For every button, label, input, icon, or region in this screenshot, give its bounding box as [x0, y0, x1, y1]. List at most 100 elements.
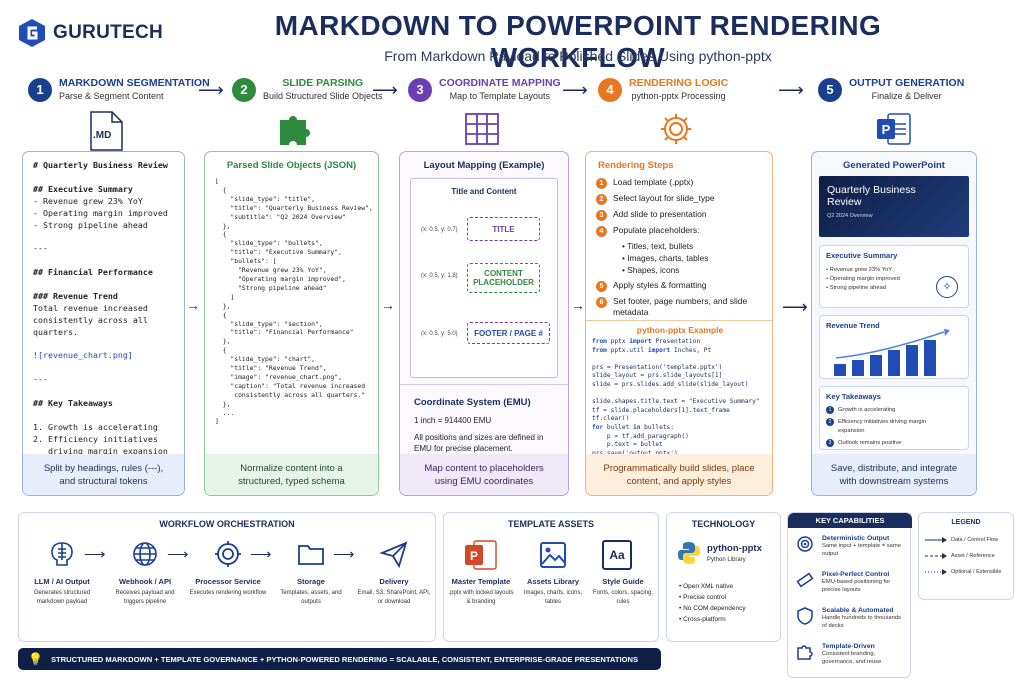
rendering-sub-bullet: • Titles, text, bullets: [622, 241, 694, 251]
output-panel-title: Generated PowerPoint: [843, 160, 945, 171]
dashed-arrow-icon: [925, 553, 947, 559]
rendering-steps-title: Rendering Steps: [598, 160, 674, 171]
takeaway-text: Growth is accelerating: [838, 407, 896, 413]
output-panel-caption: Save, distribute, and integrate with dow…: [812, 454, 976, 495]
flow-arrow-icon: ⟶: [167, 546, 189, 563]
code-line: slide_layout = prs.slide_layouts[1]: [592, 372, 723, 380]
capability-desc: Handle hundreds to thousands of decks: [822, 615, 901, 629]
step-subtitle: Map to Template Layouts: [449, 91, 551, 101]
capability-title: Template-Driven: [822, 643, 875, 650]
flow-arrow-icon: ⟶: [84, 546, 106, 563]
code-line: slide = prs.slides.add_slide(slide_layou…: [592, 380, 749, 388]
revenue-trend-slide: Revenue Trend: [819, 315, 969, 379]
code-line: for bullet in bullets:: [592, 423, 674, 431]
powerpoint-icon: P: [876, 112, 912, 151]
template-assets-box: TEMPLATE ASSETS P Aa Master Template .pp…: [443, 512, 659, 642]
json-panel-caption: Normalize content into a structured, typ…: [205, 454, 378, 495]
json-code: [ { "slide_type": "title", "title": "Qua…: [215, 177, 373, 426]
dotted-arrow-icon: [925, 569, 947, 575]
markdown-line: # Quarterly Business Review: [33, 160, 168, 170]
step-dot: 2: [596, 194, 607, 205]
orchestration-item-title: Delivery: [379, 577, 409, 586]
technology-feature: • Cross-platform: [679, 616, 726, 623]
step-subtitle: Parse & Segment Content: [59, 91, 164, 101]
mapping-panel-title: Layout Mapping (Example): [423, 160, 545, 171]
step-dot: 5: [596, 281, 607, 292]
rendering-sub-bullet: • Images, charts, tables: [622, 253, 709, 263]
step-dot: 3: [596, 210, 607, 221]
code-line: tf.clear(): [592, 415, 630, 423]
json-panel-title: Parsed Slide Objects (JSON): [226, 160, 357, 171]
markdown-line: ## Executive Summary: [33, 183, 133, 194]
step-title: SLIDE PARSING: [282, 77, 364, 89]
markdown-line: ---: [33, 243, 48, 254]
style-guide-icon: Aa: [602, 540, 632, 570]
sparkle-icon: ✧: [936, 276, 958, 298]
rendering-sub-bullet: • Shapes, icons: [622, 265, 680, 275]
asset-desc: .pptx with locked layouts & branding: [448, 590, 514, 605]
rendering-step-text: Load template (.pptx): [613, 177, 694, 187]
markdown-line: [33, 386, 174, 398]
code-line: p.text = bullet: [592, 441, 663, 449]
flow-arrow-icon: ⟶: [372, 80, 398, 100]
markdown-line: [33, 231, 174, 243]
markdown-line: ## Financial Performance: [33, 267, 153, 278]
slide-layout-title: Title and Content: [451, 187, 517, 196]
technology-title: TECHNOLOGY: [691, 519, 756, 529]
rendering-step-text: Select layout for slide_type: [613, 193, 715, 203]
folder-icon: [271, 539, 351, 571]
orchestration-item-desc: Generates structured markdown payload: [33, 590, 91, 605]
step-3-header: 3 COORDINATE MAPPING Map to Template Lay…: [408, 77, 561, 102]
legend-label: Data / Control Flow: [951, 537, 999, 543]
step-2-header: 2 SLIDE PARSING Build Structured Slide O…: [232, 77, 383, 102]
rendering-steps-list: 1 Load template (.pptx) 2 Select layout for…: [586, 171, 772, 318]
orchestration-item-desc: Templates, assets, and outputs: [280, 590, 342, 605]
legend-item: Asset / Reference: [925, 553, 995, 559]
output-panel: Generated PowerPoint Quarterly Business …: [811, 151, 977, 496]
flow-arrow-icon: ⟶: [782, 297, 808, 317]
md-label: .MD: [93, 130, 112, 141]
markdown-line: ---: [33, 374, 48, 385]
code-line: p = tf.add_paragraph(): [592, 432, 689, 440]
flow-arrow-icon: ⟶: [778, 80, 804, 100]
markdown-panel: # Quarterly Business Review ## Executive …: [22, 151, 185, 496]
capability-title: Pixel-Perfect Control: [822, 571, 890, 578]
takeaway-number: 2: [826, 418, 834, 426]
technology-feature: • Precise control: [679, 594, 727, 601]
orchestration-item-title: Processor Service: [195, 577, 261, 586]
technology-feature: • No COM dependency: [679, 605, 746, 612]
step-dot: 1: [596, 178, 607, 189]
send-icon: [354, 539, 434, 571]
template-assets-title: TEMPLATE ASSETS: [507, 519, 594, 529]
asset-item: Master Template .pptx with locked layout…: [446, 577, 516, 606]
page-title: MARKDOWN TO POWERPOINT RENDERING WORKFLO…: [274, 10, 882, 73]
emu-description: All positions and sizes are defined in E…: [414, 433, 544, 453]
step-dot: 6: [596, 297, 607, 308]
footer-placeholder: FOOTER / PAGE #: [467, 322, 550, 344]
legend-item: Optional / Extensible: [925, 569, 1001, 575]
target-icon: [796, 535, 814, 558]
asset-desc: Images, charts, icons, tables: [523, 590, 583, 605]
code-example-title: python-pptx Example: [636, 325, 724, 335]
code-line: tf = slide.placeholders[1].text_frame: [592, 406, 730, 414]
placeholder-coord: (x: 0.5, y: 0.7): [421, 227, 458, 233]
exec-bullet: • Operating margin improved: [826, 276, 900, 282]
code-line: from pptx.util import Inches, Pt: [592, 346, 712, 354]
revenue-bars-icon: [834, 329, 950, 376]
step-dot: 4: [596, 226, 607, 237]
step-number: 1: [28, 77, 52, 102]
preview-subtitle: Q2 2024 Overview: [827, 213, 873, 219]
step-number: 5: [818, 77, 842, 102]
orchestration-item-desc: Receives payload and triggers pipeline: [115, 590, 175, 605]
exec-bullet: • Strong pipeline ahead: [826, 285, 887, 291]
